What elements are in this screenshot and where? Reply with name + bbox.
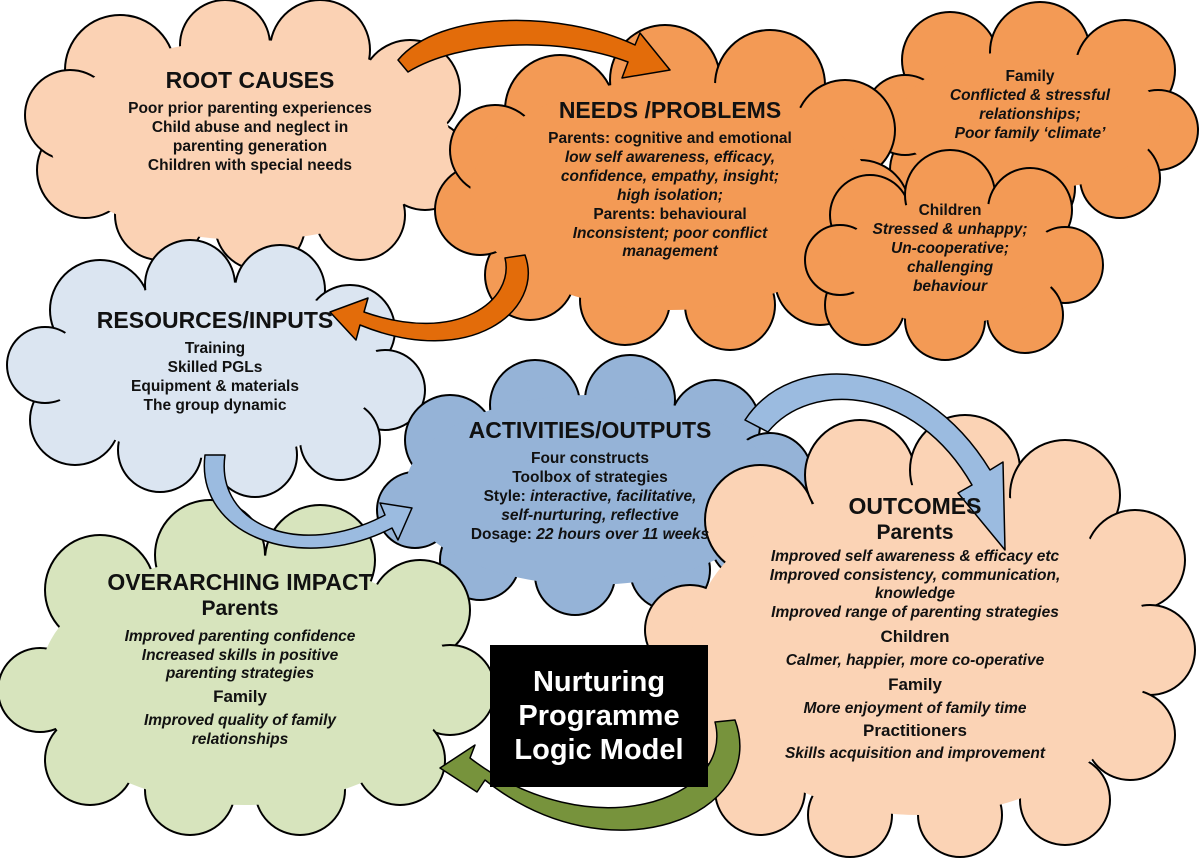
- root-causes-text: ROOT CAUSES Poor prior parenting experie…: [80, 66, 420, 176]
- outcomes-line: knowledge: [874, 585, 956, 603]
- needs-line: confidence, empathy, insight;: [560, 167, 780, 185]
- children-need-line: behaviour: [912, 277, 988, 295]
- outcomes-children-heading: Children: [880, 627, 950, 647]
- needs-line: management: [622, 243, 718, 261]
- impact-cloud: [0, 499, 496, 836]
- outcomes-line: More enjoyment of family time: [803, 699, 1027, 717]
- arrow-needs-to-resources: [329, 254, 529, 342]
- impact-line: parenting strategies: [165, 665, 315, 683]
- needs-line: Parents: behavioural: [593, 205, 747, 223]
- arrow-root-to-needs: [397, 19, 671, 79]
- activities-title: ACTIVITIES/OUTPUTS: [468, 417, 712, 443]
- children-need-line: Stressed & unhappy;: [872, 220, 1028, 238]
- root-causes-line: parenting generation: [172, 137, 328, 155]
- outcomes-line: Calmer, happier, more co-operative: [785, 652, 1045, 670]
- children-need-cloud: [804, 149, 1104, 361]
- needs-line: Inconsistent; poor conflict: [572, 224, 768, 242]
- children-need-line: Un-cooperative;: [891, 239, 1009, 257]
- needs-line: Parents: cognitive and emotional: [548, 130, 792, 148]
- activities-line: Four constructs: [531, 450, 649, 468]
- activities-dosage-label: Dosage:: [470, 525, 537, 543]
- impact-line: Increased skills in positive: [141, 646, 339, 664]
- resources-title: RESOURCES/INPUTS: [96, 307, 334, 333]
- impact-family-heading: Family: [213, 687, 267, 707]
- root-causes-line: Child abuse and neglect in: [151, 118, 349, 136]
- outcomes-title: OUTCOMES: [848, 493, 982, 519]
- outcomes-text: OUTCOMES Parents Improved self awareness…: [745, 492, 1085, 764]
- children-need-heading: Children: [918, 202, 982, 219]
- family-need-line: Poor family ‘climate’: [954, 124, 1106, 142]
- impact-line: Improved parenting confidence: [124, 627, 356, 645]
- children-need-line: challenging: [906, 258, 994, 276]
- outcomes-practitioners-heading: Practitioners: [863, 720, 967, 740]
- root-causes-line: Children with special needs: [147, 156, 353, 174]
- activities-line: Style: interactive, facilitative,: [430, 488, 750, 507]
- logo-line: Logic Model: [514, 734, 684, 767]
- activities-dosage-value: 22 hours over 11 weeks: [536, 525, 710, 543]
- needs-line: low self awareness, efficacy,: [564, 148, 776, 166]
- arrow-activities-to-outcomes: [744, 373, 1006, 551]
- root-causes-title: ROOT CAUSES: [165, 67, 335, 93]
- activities-line: Toolbox of strategies: [512, 468, 668, 486]
- outcomes-line: Improved self awareness & efficacy etc: [770, 547, 1060, 565]
- needs-text: NEEDS /PROBLEMS Parents: cognitive and e…: [500, 96, 840, 262]
- root-causes-line: Poor prior parenting experiences: [128, 100, 372, 118]
- activities-text: ACTIVITIES/OUTPUTS Four constructs Toolb…: [430, 416, 750, 545]
- resources-line: Skilled PGLs: [167, 358, 263, 376]
- impact-line: relationships: [191, 731, 289, 749]
- resources-text: RESOURCES/INPUTS Training Skilled PGLs E…: [70, 306, 360, 416]
- activities-line: Dosage: 22 hours over 11 weeks: [430, 526, 750, 545]
- outcomes-line: Improved consistency, communication,: [769, 566, 1061, 584]
- outcomes-family-heading: Family: [888, 674, 942, 694]
- activities-line: self-nurturing, reflective: [501, 506, 679, 524]
- family-need-line: relationships;: [979, 105, 1081, 123]
- children-need-text: Children Stressed & unhappy; Un-cooperat…: [845, 202, 1055, 297]
- needs-title: NEEDS /PROBLEMS: [558, 97, 782, 123]
- needs-line: high isolation;: [617, 186, 723, 204]
- outcomes-line: Improved range of parenting strategies: [771, 604, 1059, 622]
- impact-parents-heading: Parents: [201, 597, 279, 621]
- impact-title: OVERARCHING IMPACT: [107, 569, 373, 595]
- activities-style-value: interactive, facilitative,: [530, 487, 697, 505]
- resources-line: Training: [184, 340, 246, 358]
- logo-line: Programme: [518, 699, 680, 732]
- outcomes-parents-heading: Parents: [876, 521, 954, 545]
- logo-line: Nurturing: [532, 665, 666, 698]
- arrow-resources-to-activities: [203, 454, 413, 549]
- root-causes-cloud: [24, 0, 471, 271]
- logic-model-title-box: Nurturing Programme Logic Model: [490, 645, 708, 787]
- activities-cloud: [376, 354, 813, 616]
- family-need-text: Family Conflicted & stressful relationsh…: [900, 68, 1160, 144]
- impact-line: Improved quality of family: [143, 712, 337, 730]
- resources-cloud: [6, 239, 426, 498]
- outcomes-line: Skills acquisition and improvement: [784, 745, 1046, 763]
- family-need-heading: Family: [1005, 68, 1055, 85]
- resources-line: Equipment & materials: [131, 377, 299, 395]
- impact-text: OVERARCHING IMPACT Parents Improved pare…: [70, 568, 410, 750]
- activities-style-label: Style:: [483, 487, 531, 505]
- resources-line: The group dynamic: [143, 396, 287, 414]
- family-need-line: Conflicted & stressful: [949, 86, 1111, 104]
